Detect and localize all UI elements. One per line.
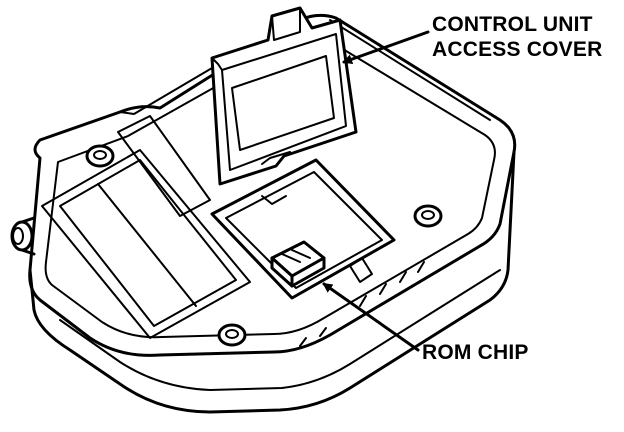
access-cover-label-line2: ACCESS COVER bbox=[432, 38, 603, 61]
label-recess-large bbox=[41, 149, 251, 339]
label-recess-small bbox=[117, 115, 211, 217]
access-cover-label-line1: CONTROL UNIT bbox=[432, 13, 593, 36]
access-cover bbox=[210, 6, 358, 186]
screw-boss-icon bbox=[217, 323, 247, 347]
cover-leader-arrow bbox=[342, 30, 430, 65]
rom-chip-icon bbox=[270, 240, 326, 288]
access-cover-label: CONTROL UNIT ACCESS COVER bbox=[432, 12, 602, 62]
control-unit-housing bbox=[10, 13, 517, 414]
screw-boss-icon bbox=[85, 144, 115, 168]
rom-leader-arrow bbox=[322, 282, 420, 352]
screw-boss-icon bbox=[413, 204, 443, 228]
rom-chip-label: ROM CHIP bbox=[422, 341, 529, 364]
